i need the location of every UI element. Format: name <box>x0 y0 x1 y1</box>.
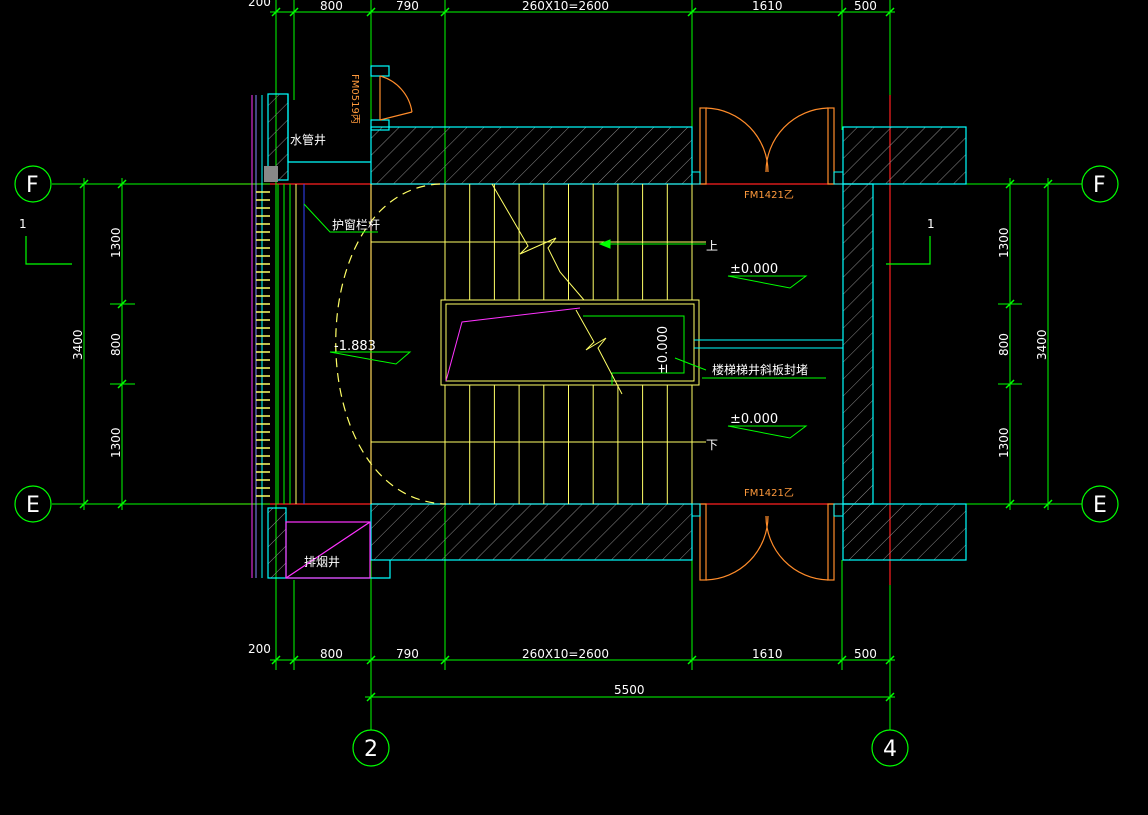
dim-top-1610: 1610 <box>752 0 783 13</box>
section-mark-left-label: 1 <box>19 217 27 231</box>
axis-bubbles <box>14 165 1119 767</box>
window-rail-label: 护窗栏杆 <box>332 217 380 232</box>
axis-f-right: F <box>1093 173 1106 198</box>
dim-bottom-790: 790 <box>396 647 419 661</box>
grid-lines <box>52 0 1082 730</box>
dim-right-1300-bottom: 1300 <box>997 427 1011 458</box>
axis-col-2: 2 <box>364 737 378 762</box>
dim-bottom-treads: 260X10=2600 <box>522 647 609 661</box>
dim-bottom-500: 500 <box>854 647 877 661</box>
elevation-center: ±0.000 <box>656 326 671 374</box>
axis-col-4: 4 <box>883 737 897 762</box>
axis-e-right: E <box>1093 493 1107 518</box>
column-marker <box>264 166 278 182</box>
dim-left-1300-top: 1300 <box>109 227 123 258</box>
dimension-texts: 200 800 790 260X10=2600 1610 500 200 800… <box>71 0 1049 697</box>
elevation-lower: ±0.000 <box>730 412 778 427</box>
dim-left-800: 800 <box>109 333 123 356</box>
axis-f-left: F <box>26 173 39 198</box>
dim-bottom-200: 200 <box>248 642 271 656</box>
dim-bottom-800: 800 <box>320 647 343 661</box>
doors <box>379 75 835 581</box>
dim-left-3400: 3400 <box>71 329 85 360</box>
annotation-labels: 水管井 排烟井 护窗栏杆 楼梯梯井斜板封堵 FM1421乙 FM1421乙 FM… <box>290 74 808 569</box>
smoke-shaft-label: 排烟井 <box>304 555 340 569</box>
up-label: 上 <box>706 239 718 253</box>
dim-top-500: 500 <box>854 0 877 13</box>
door-side-label: FM0519丙 <box>349 74 360 124</box>
stair-arrows <box>598 239 707 371</box>
stair-treads-upper <box>444 184 693 300</box>
door-posts <box>691 171 844 517</box>
landing-arc <box>335 183 447 505</box>
axis-labels: F F E E 2 4 1 1 <box>19 173 1107 762</box>
dim-top-200: 200 <box>248 0 271 9</box>
dim-right-1300-top: 1300 <box>997 227 1011 258</box>
dim-right-800: 800 <box>997 333 1011 356</box>
elevation-labels: -1.883 ±0.000 ±0.000 ±0.000 <box>334 262 778 427</box>
stair-flights <box>370 184 706 504</box>
walls <box>267 65 967 579</box>
door-bottom-label: FM1421乙 <box>744 487 794 499</box>
window-railing <box>256 191 270 497</box>
dim-left-1300-bottom: 1300 <box>109 427 123 458</box>
stair-break-lines <box>491 183 623 395</box>
elevation-upper: ±0.000 <box>730 262 778 277</box>
leader-lines <box>303 203 826 439</box>
dim-overall: 5500 <box>614 683 645 697</box>
dimension-ticks <box>79 7 1053 702</box>
dim-bottom-1610: 1610 <box>752 647 783 661</box>
down-label: 下 <box>706 438 718 452</box>
dim-top-800: 800 <box>320 0 343 13</box>
stair-seal-label: 楼梯梯井斜板封堵 <box>712 362 808 377</box>
dim-top-treads: 260X10=2600 <box>522 0 609 13</box>
smoke-shaft <box>285 521 371 579</box>
water-shaft-label: 水管井 <box>290 132 326 147</box>
section-mark-right-label: 1 <box>927 217 935 231</box>
door-top-label: FM1421乙 <box>744 189 794 201</box>
axis-e-left: E <box>26 493 40 518</box>
dim-right-3400: 3400 <box>1035 329 1049 360</box>
dim-top-790: 790 <box>396 0 419 13</box>
stair-treads-lower <box>444 385 693 504</box>
section-marks <box>25 236 931 265</box>
elevation-landing: -1.883 <box>334 339 376 354</box>
stair-seal <box>445 307 843 385</box>
